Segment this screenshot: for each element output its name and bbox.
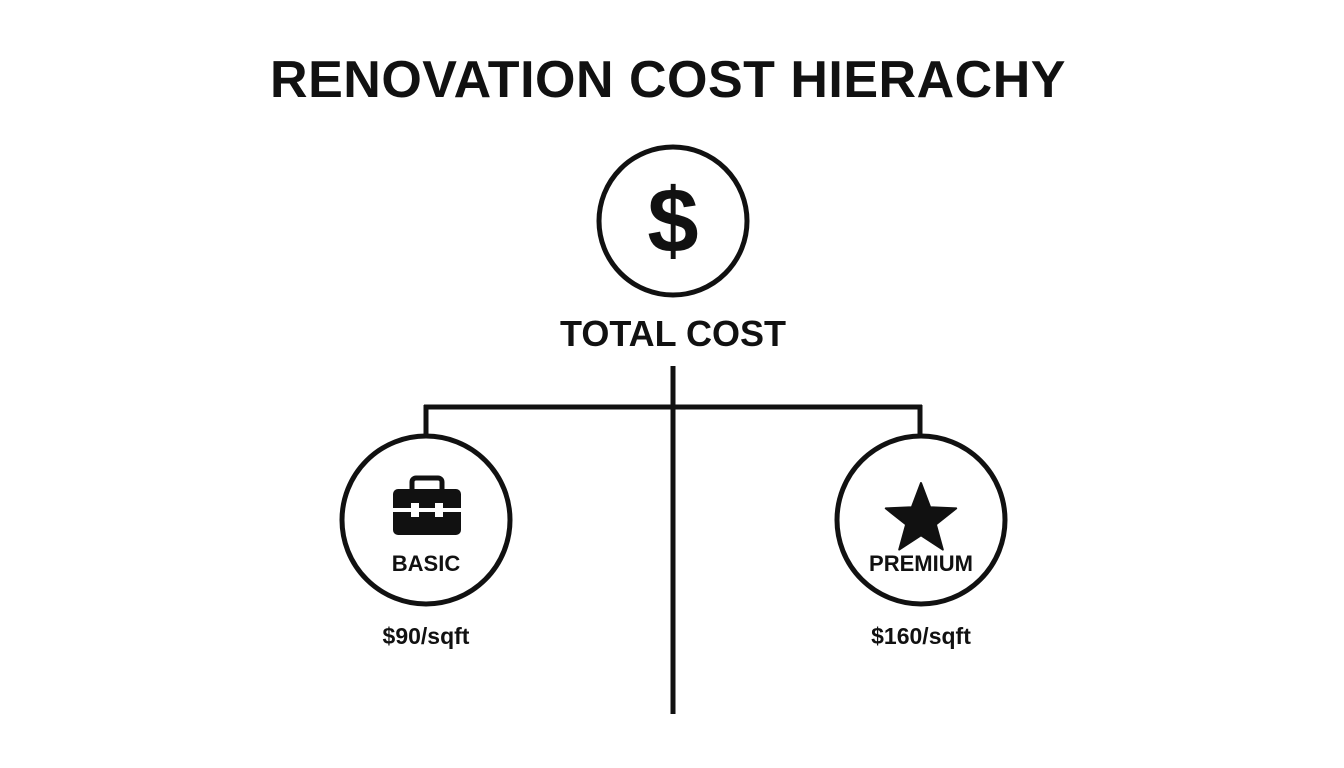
premium-price-label: $160/sqft bbox=[871, 623, 971, 649]
connector-lines bbox=[423, 366, 923, 714]
premium-node-circle bbox=[834, 433, 1008, 607]
premium-node-label: PREMIUM bbox=[869, 551, 973, 576]
dollar-sign-icon: $ bbox=[647, 170, 698, 272]
root-node-label: TOTAL COST bbox=[559, 313, 787, 354]
root-node: $ bbox=[596, 144, 750, 298]
toolbox-icon bbox=[393, 475, 461, 535]
star-icon bbox=[884, 482, 958, 551]
basic-node-circle bbox=[339, 433, 513, 607]
basic-node bbox=[339, 433, 513, 607]
basic-node-label: BASIC bbox=[391, 551, 461, 576]
premium-node bbox=[834, 433, 1008, 607]
root-node-circle bbox=[596, 144, 750, 298]
basic-price-label: $90/sqft bbox=[382, 623, 470, 649]
diagram-title: RENOVATION COST HIERACHY bbox=[270, 51, 1066, 109]
